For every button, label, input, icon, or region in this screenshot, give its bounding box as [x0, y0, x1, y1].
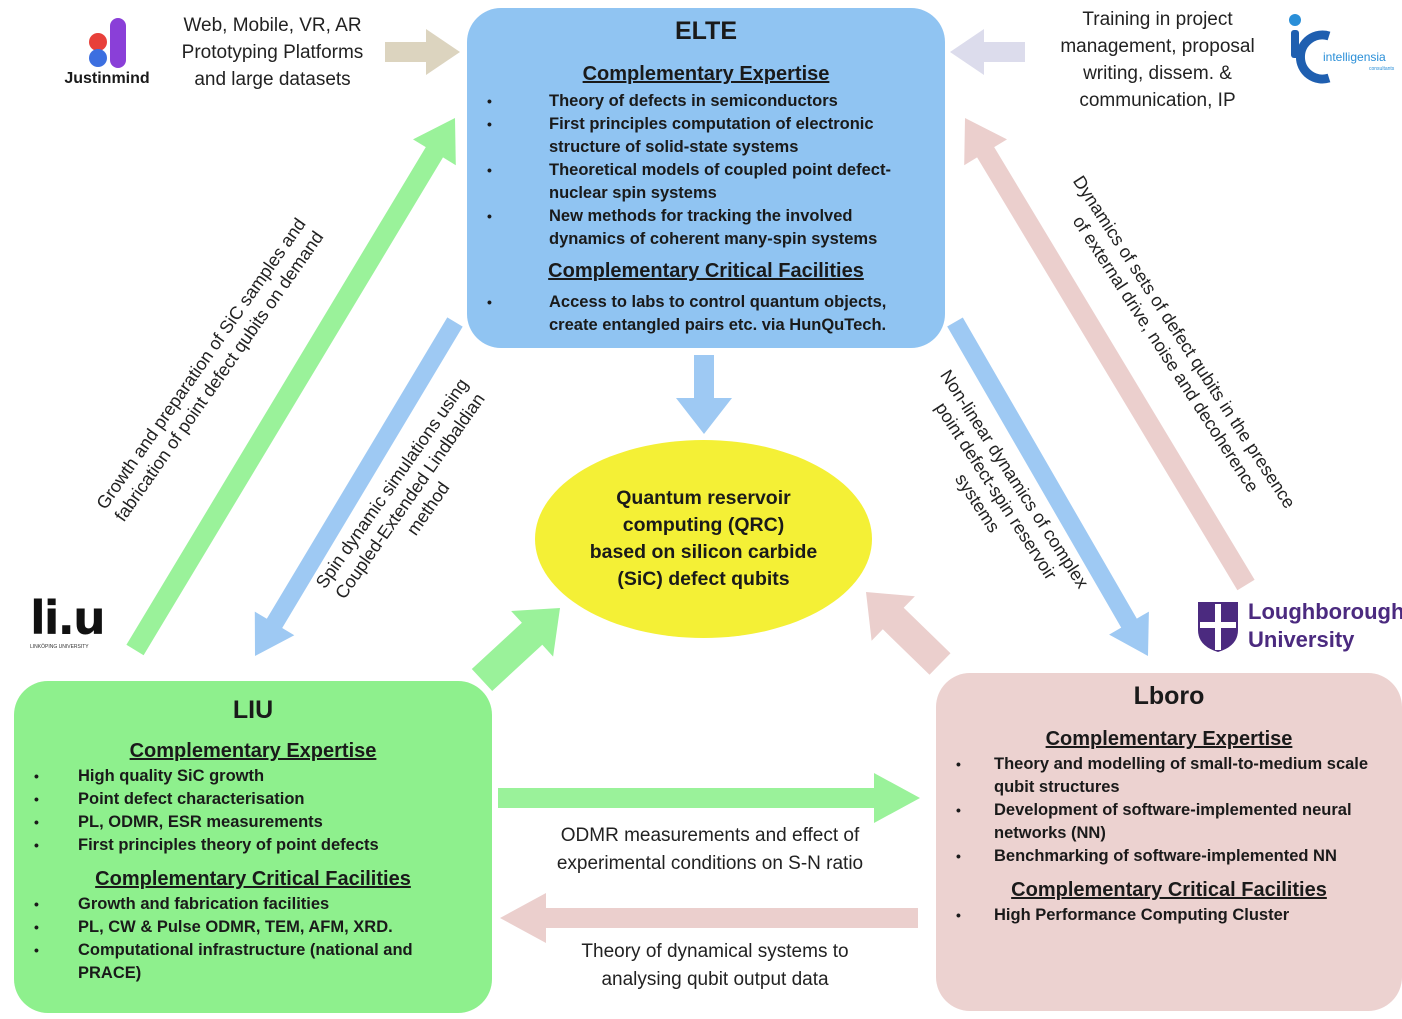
liu-logo-sub: LINKÖPING UNIVERSITY: [30, 644, 89, 650]
qrc-ellipse: Quantum reservoir computing (QRC) based …: [535, 440, 872, 638]
intelligentsia-logo: intelligensia consultants: [1283, 12, 1402, 92]
lboro-expertise-heading: Complementary Expertise: [1045, 728, 1293, 750]
liu-facilities-list: Growth and fabrication facilities PL, CW…: [14, 893, 492, 985]
loughborough-name: Loughborough University: [1248, 599, 1402, 652]
arrow-lboro-to-elte: [964, 118, 1255, 591]
arrow-elte-to-qrc: [676, 355, 732, 434]
list-item: Growth and fabrication facilities: [14, 893, 478, 916]
arrow-elte-to-lboro: [947, 317, 1149, 656]
label-liu-to-lboro: ODMR measurements and effect of experime…: [556, 825, 864, 874]
list-item: High Performance Computing Cluster: [936, 904, 1402, 927]
qrc-text-line: (SiC) defect qubits: [617, 568, 790, 590]
elte-facilities-heading: Complementary Critical Facilities: [548, 260, 864, 282]
qrc-text-line: Quantum reservoir: [616, 487, 791, 509]
list-item: First principles theory of point defects: [14, 834, 492, 857]
arrow-justinmind-to-elte: [385, 29, 460, 75]
arrow-lboro-to-liu: [500, 893, 918, 943]
list-item: Development of software-implemented neur…: [936, 799, 1394, 845]
elte-expertise-heading: Complementary Expertise: [582, 63, 830, 85]
loughborough-shield-icon: [1198, 602, 1238, 652]
intelligentsia-logo-sub: consultants: [1369, 66, 1395, 72]
list-item: First principles computation of electron…: [467, 113, 933, 159]
liu-expertise-heading: Complementary Expertise: [129, 740, 377, 762]
elte-box: ELTE Complementary Expertise Theory of d…: [467, 8, 945, 348]
justinmind-text: Web, Mobile, VR, AR Prototyping Platform…: [181, 15, 364, 90]
list-item: Theory and modelling of small-to-medium …: [936, 753, 1394, 799]
lboro-facilities-list: High Performance Computing Cluster: [936, 904, 1402, 927]
arrow-liu-to-elte: [126, 118, 456, 656]
lboro-expertise-list: Theory and modelling of small-to-medium …: [936, 753, 1402, 868]
intelligentsia-text: Training in project management, proposal…: [1060, 9, 1255, 111]
lboro-title: Lboro: [1133, 682, 1205, 710]
elte-facilities-list: Access to labs to control quantum object…: [467, 291, 945, 337]
arrow-lboro-to-qrc: [866, 592, 951, 675]
liu-title: LIU: [232, 696, 274, 724]
intelligentsia-logo-name: intelligensia: [1323, 50, 1386, 64]
list-item: New methods for tracking the involved dy…: [467, 205, 933, 251]
loughborough-logo: Loughborough University: [1196, 598, 1402, 658]
list-item: Theory of defects in semiconductors: [467, 90, 933, 113]
arrow-liu-to-lboro: [498, 773, 920, 823]
list-item: Computational infrastructure (national a…: [14, 939, 478, 985]
list-item: PL, CW & Pulse ODMR, TEM, AFM, XRD.: [14, 916, 478, 939]
liu-logo-mark: li.u: [30, 591, 106, 645]
arrow-intelligentsia-to-elte: [950, 29, 1025, 75]
list-item: Access to labs to control quantum object…: [467, 291, 921, 337]
liu-expertise-list: High quality SiC growth Point defect cha…: [14, 765, 492, 857]
list-item: High quality SiC growth: [14, 765, 492, 788]
qrc-text-line: computing (QRC): [622, 514, 785, 536]
list-item: Point defect characterisation: [14, 788, 492, 811]
label-lboro-to-liu: Theory of dynamical systems to analysing…: [581, 941, 849, 990]
lboro-facilities-heading: Complementary Critical Facilities: [1011, 879, 1327, 901]
liu-facilities-heading: Complementary Critical Facilities: [95, 868, 411, 890]
justinmind-mark-icon: [89, 18, 126, 68]
list-item: Theoretical models of coupled point defe…: [467, 159, 933, 205]
elte-title: ELTE: [674, 17, 738, 45]
liu-logo: li.u LINKÖPING UNIVERSITY: [30, 592, 130, 658]
justinmind-label: Justinmind: [64, 70, 150, 87]
arrow-liu-to-qrc: [471, 608, 560, 691]
list-item: PL, ODMR, ESR measurements: [14, 811, 492, 834]
lboro-box: Lboro Complementary Expertise Theory and…: [936, 673, 1402, 1011]
arrow-elte-to-liu: [254, 317, 463, 656]
list-item: Benchmarking of software-implemented NN: [936, 845, 1394, 868]
intelligentsia-mark-icon: [1289, 14, 1331, 84]
elte-expertise-list: Theory of defects in semiconductors Firs…: [467, 90, 945, 251]
qrc-text-line: based on silicon carbide: [589, 541, 818, 563]
liu-box: LIU Complementary Expertise High quality…: [14, 681, 492, 1013]
justinmind-logo: Justinmind: [52, 12, 162, 92]
